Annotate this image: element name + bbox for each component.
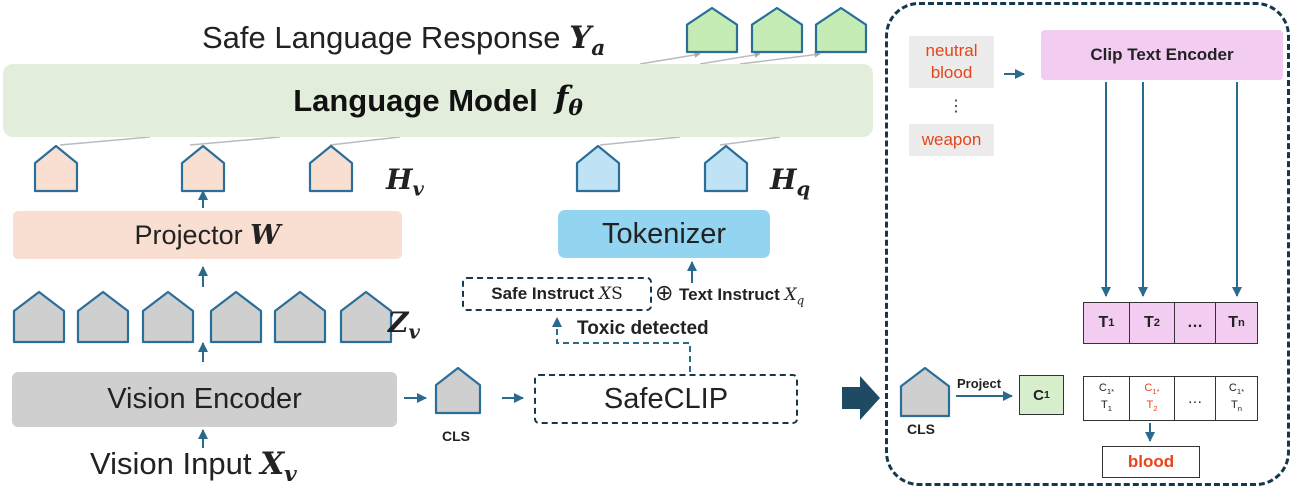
word-list-box: neutral blood	[909, 36, 994, 88]
language-model-label: Language Model	[293, 82, 538, 118]
sim-cell-n: C1* Tn	[1215, 376, 1258, 421]
output-title: Safe Language Response Ya	[202, 20, 605, 61]
result-box: blood	[1102, 446, 1200, 478]
sim-cell-2-highlight: C1* T2	[1129, 376, 1175, 421]
projector-label: Projector	[134, 219, 243, 250]
word-neutral: neutral	[925, 41, 978, 60]
projector-box: Projector W	[13, 211, 402, 259]
safe-instruct-label: Safe Instruct	[491, 284, 595, 303]
tokenizer-box: Tokenizer	[558, 210, 770, 258]
cls-label-right: CLS	[907, 421, 935, 437]
cls-token-left	[434, 366, 482, 415]
zv-token-3	[141, 290, 195, 344]
text-instruct-label: Text Instruct	[679, 285, 780, 304]
safeclip-label: SafeCLIP	[603, 382, 729, 415]
t-cell-ellipsis: …	[1174, 302, 1216, 344]
projector-var: W	[250, 219, 281, 251]
vision-encoder-label: Vision Encoder	[107, 383, 302, 415]
output-var: Ya	[569, 20, 606, 62]
zv-token-4	[209, 290, 263, 344]
clip-text-encoder-label: Clip Text Encoder	[1090, 45, 1234, 64]
toxic-detected-label: Toxic detected	[577, 318, 709, 339]
text-instruct-var: Xq	[784, 285, 805, 308]
safeclip-detail-panel	[885, 2, 1290, 486]
lm-output-connectors	[59, 51, 821, 146]
hq-token-2	[703, 144, 749, 193]
hv-label: Hv	[386, 163, 424, 201]
hq-token-icons	[575, 144, 749, 193]
word-weapon: weapon	[909, 124, 994, 156]
safe-instruct-var: XS	[598, 284, 623, 304]
hv-token-3	[308, 144, 354, 193]
toxic-path	[552, 317, 691, 372]
vision-input: Vision Input Xv	[90, 446, 297, 487]
zv-token-5	[273, 290, 327, 344]
plus-symbol: ⊕	[655, 280, 674, 305]
sim-cell-1: C1* T1	[1083, 376, 1130, 421]
clip-text-encoder-box: Clip Text Encoder	[1041, 30, 1283, 80]
safe-instruct-box: Safe Instruct XS	[462, 277, 652, 311]
output-token-3	[814, 6, 868, 54]
output-token-2	[750, 6, 804, 54]
zv-label: Zv	[388, 306, 420, 344]
output-token-icons	[685, 6, 868, 54]
vision-input-label: Vision Input	[90, 446, 252, 481]
cls-label-left: CLS	[442, 428, 470, 444]
result-label: blood	[1127, 452, 1175, 471]
hv-token-2	[180, 144, 226, 193]
language-model-box: Language Model fθ	[3, 64, 873, 137]
sim-cell-ellipsis: …	[1174, 376, 1216, 421]
hq-token-1	[575, 144, 621, 193]
hv-token-1	[33, 144, 79, 193]
zv-token-6	[339, 290, 393, 344]
output-title-text: Safe Language Response	[202, 20, 561, 55]
hq-label: Hq	[770, 163, 811, 201]
vision-encoder-box: Vision Encoder	[12, 372, 397, 427]
zv-token-1	[12, 290, 66, 344]
big-arrow	[842, 376, 880, 420]
zv-token-2	[76, 290, 130, 344]
project-label: Project	[957, 376, 1002, 391]
cls-token-right	[899, 366, 951, 418]
zv-token-icons	[12, 290, 393, 344]
hv-token-icons	[33, 144, 354, 193]
language-model-var: fθ	[555, 79, 583, 122]
safeclip-box: SafeCLIP	[534, 374, 798, 424]
output-token-1	[685, 6, 739, 54]
tokenizer-label: Tokenizer	[601, 217, 727, 250]
text-instruct: Text Instruct Xq	[679, 285, 804, 307]
cls-token-icons	[434, 366, 951, 418]
vision-input-var: Xv	[260, 446, 297, 488]
word-blood: blood	[930, 63, 973, 82]
word-dots: ⋮	[948, 98, 964, 115]
